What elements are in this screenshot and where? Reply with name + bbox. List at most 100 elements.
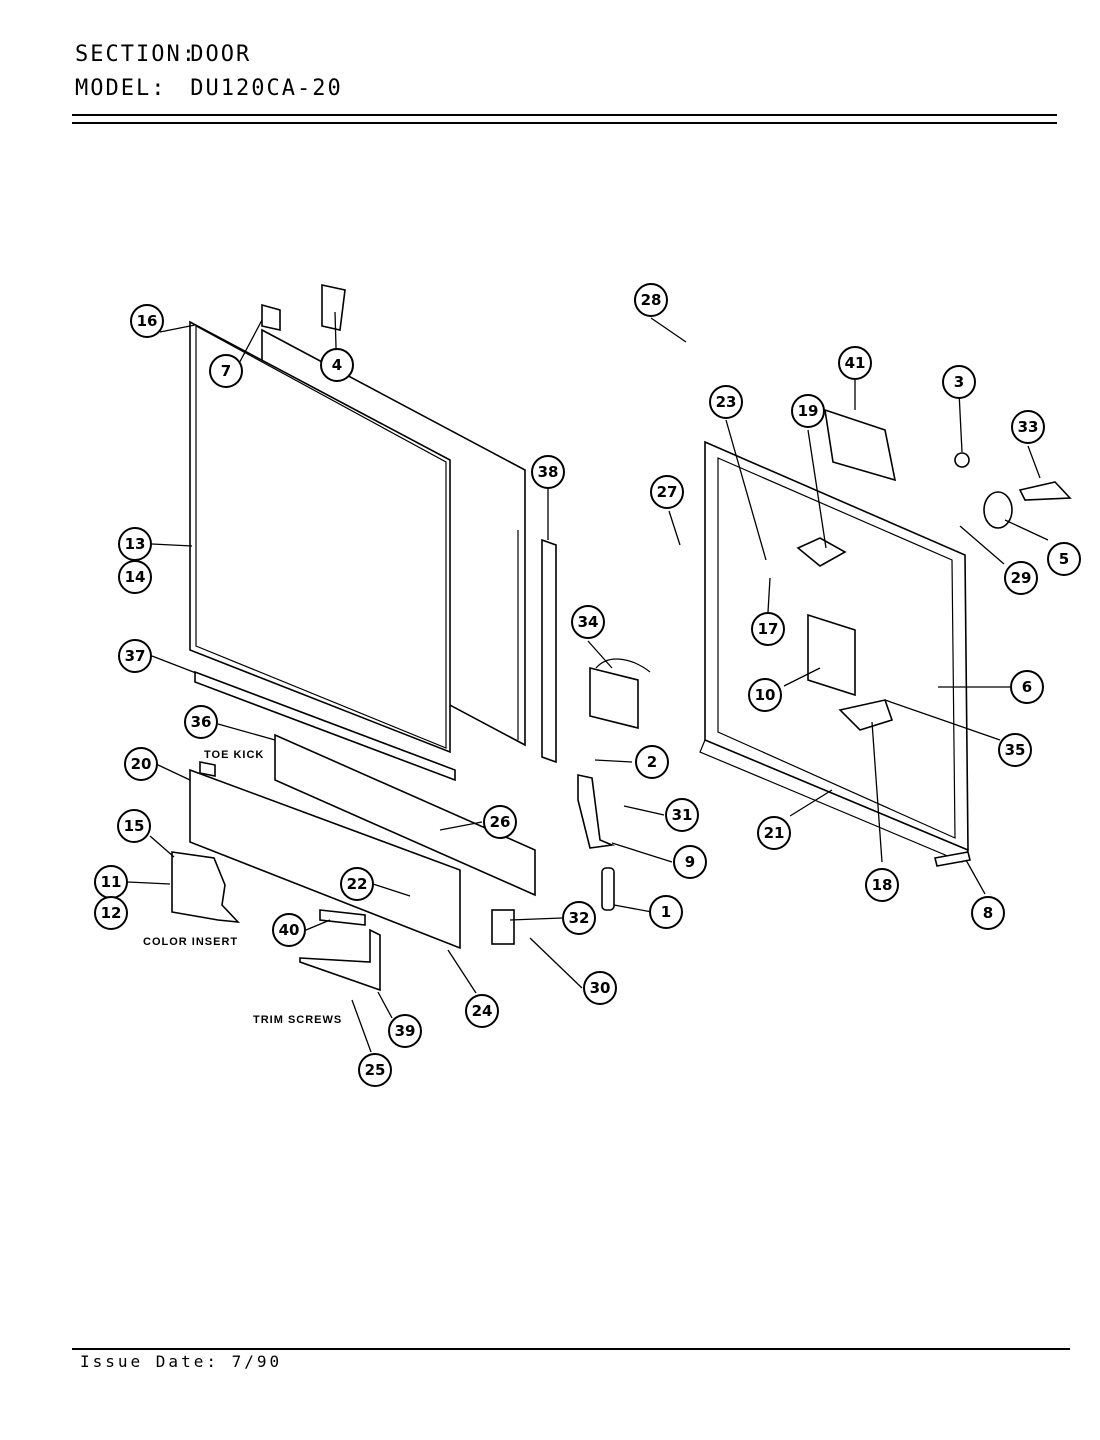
model-heading: MODEL: DU120CA-20 [75,76,343,101]
callout-39: 39 [388,1014,422,1048]
callout-19: 19 [791,394,825,428]
callout-25-label: 25 [365,1061,386,1079]
header-rule-bottom [72,122,1057,124]
callout-6-label: 6 [1022,678,1032,696]
callout-36: 36 [184,705,218,739]
callout-21: 21 [757,816,791,850]
callout-23-label: 23 [716,393,737,411]
callout-28: 28 [634,283,668,317]
callout-2: 2 [635,745,669,779]
callout-41-label: 41 [845,354,866,372]
callout-39-label: 39 [395,1022,416,1040]
callout-12: 12 [94,896,128,930]
callout-18: 18 [865,868,899,902]
callout-16-label: 16 [137,312,158,330]
callout-29-label: 29 [1011,569,1032,587]
callout-20: 20 [124,747,158,781]
model-value: DU120CA-20 [190,76,343,101]
callout-19-label: 19 [798,402,819,420]
callout-38-label: 38 [538,463,559,481]
callout-28-label: 28 [641,291,662,309]
callout-24: 24 [465,994,499,1028]
callout-21-label: 21 [764,824,785,842]
callout-12-label: 12 [101,904,122,922]
color-insert [171,851,241,924]
callout-33-label: 33 [1018,418,1039,436]
trim-pieces [299,909,381,992]
callout-15: 15 [117,809,151,843]
callout-32-label: 32 [569,909,590,927]
toe-kick-panel [274,733,536,897]
outer-door-panel [189,284,526,754]
callout-14-label: 14 [125,568,146,586]
callout-5-label: 5 [1059,550,1069,568]
bottom-trim-strip [194,670,456,782]
callout-22: 22 [340,867,374,901]
vent-cover [589,658,651,730]
callout-5: 5 [1047,542,1081,576]
callout-4-label: 4 [332,356,342,374]
issue-date: Issue Date: 7/90 [80,1352,283,1371]
callout-11: 11 [94,865,128,899]
callout-2-label: 2 [647,753,657,771]
callout-13: 13 [118,527,152,561]
bracket-8 [934,851,971,867]
callout-3-label: 3 [954,373,964,391]
callout-29: 29 [1004,561,1038,595]
callout-26-label: 26 [490,813,511,831]
callout-3: 3 [942,365,976,399]
callout-17-label: 17 [758,620,779,638]
callout-23: 23 [709,385,743,419]
callout-7: 7 [209,354,243,388]
callout-13-label: 13 [125,535,146,553]
callout-35-label: 35 [1005,741,1026,759]
bracket-32 [491,909,515,945]
module [807,613,856,697]
callout-34-label: 34 [578,613,599,631]
section-label: SECTION: [75,42,197,67]
callout-35: 35 [998,733,1032,767]
hinge-bracket [577,774,616,849]
caption-toe-kick: TOE KICK [204,749,264,761]
control-parts [954,452,1072,529]
callout-16: 16 [130,304,164,338]
callout-24-label: 24 [472,1002,493,1020]
callout-18-label: 18 [872,876,893,894]
callout-14: 14 [118,560,152,594]
callout-25: 25 [358,1053,392,1087]
callout-17: 17 [751,612,785,646]
caption-color-insert: COLOR INSERT [143,936,238,948]
header-rule-top [72,114,1057,116]
callout-40-label: 40 [279,921,300,939]
callout-30: 30 [583,971,617,1005]
side-trim [541,538,557,764]
callout-32: 32 [562,901,596,935]
callout-20-label: 20 [131,755,152,773]
callout-31: 31 [665,798,699,832]
callout-27-label: 27 [657,483,678,501]
callout-38: 38 [531,455,565,489]
callout-40: 40 [272,913,306,947]
rinse-cover [824,408,897,482]
callout-22-label: 22 [347,875,368,893]
callout-36-label: 36 [191,713,212,731]
callout-41: 41 [838,346,872,380]
callout-1-label: 1 [661,903,671,921]
callout-4: 4 [320,348,354,382]
callout-26: 26 [483,805,517,839]
section-heading: SECTION: DOOR [75,42,251,67]
bottom-panel [189,761,461,950]
callout-11-label: 11 [101,873,122,891]
callout-1: 1 [649,895,683,929]
callout-9: 9 [673,845,707,879]
callout-34: 34 [571,605,605,639]
latch [838,699,894,731]
callout-6: 6 [1010,670,1044,704]
callout-30-label: 30 [590,979,611,997]
spring [601,867,615,911]
callout-31-label: 31 [672,806,693,824]
callout-15-label: 15 [124,817,145,835]
callout-33: 33 [1011,410,1045,444]
callout-37: 37 [118,639,152,673]
callout-10: 10 [748,678,782,712]
